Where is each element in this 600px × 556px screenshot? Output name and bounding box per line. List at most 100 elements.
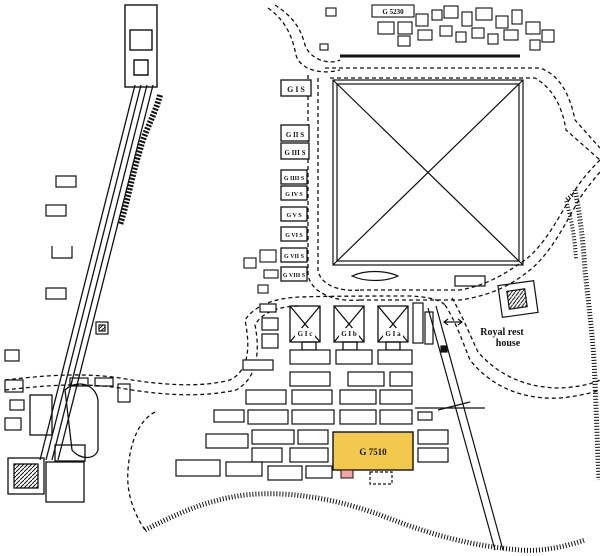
royal-rest-house [497,279,539,319]
tomb-g2s-a [280,124,310,142]
escarpment-south [143,491,586,553]
west-tomb-square-inner [98,324,106,332]
queens-labels: G I c G I b G I a [295,328,403,338]
north-tomb [475,7,493,21]
highlight-tomb[interactable]: G 7510 [332,431,414,479]
north-tomb [503,29,519,41]
tomb-g3s-label: G IIII S [284,176,305,182]
mastaba [379,409,413,425]
upper-temple-court [129,29,153,51]
mastaba [339,409,377,425]
mastaba [335,349,373,365]
north-tomb [397,35,411,47]
road-cemetery-ring [4,295,446,386]
tomb-small [263,269,279,279]
mastaba [213,409,245,423]
lower-temple-block-2 [45,461,85,503]
west-tomb [117,383,131,403]
mastaba [339,389,377,405]
road-pyramid-west-inner [307,75,361,301]
mastaba [261,333,279,349]
mastaba [225,461,263,477]
mastaba [259,303,277,313]
tomb-small [243,257,257,269]
great-pyramid [332,79,524,287]
west-tomb [4,379,24,393]
west-tomb [45,204,67,217]
tomb-g8s-label: G VIII S [283,273,306,279]
mastaba-dashed [369,471,393,485]
lower-temple-annex-2 [54,444,86,462]
label-bg [339,328,359,338]
road-pyramid-south [360,159,600,291]
road-north-loop-inner [267,7,341,73]
mastaba [291,409,335,425]
north-cluster [319,4,555,58]
rest-house-label-2: house [496,338,521,349]
small-dark-box [440,345,448,353]
small-marker [340,469,354,479]
east-box-2 [424,311,434,345]
north-tomb [511,9,523,25]
north-tomb [541,29,555,43]
north-tomb [495,15,509,29]
east-box [412,302,424,344]
tomb-g3s [280,169,308,185]
tie-line [437,401,471,411]
north-tomb [377,21,395,35]
mastaba [205,433,249,449]
mastaba [251,429,295,445]
causeway-line-2 [45,84,142,461]
lower-temple-block [7,457,45,495]
tomb-g2s-a-label: G II S [286,131,304,139]
tomb-g4s-label: G IV S [285,192,303,198]
mastaba [247,409,289,425]
tomb-small [259,249,277,263]
tomb-g7510[interactable] [332,431,414,471]
label-bg [383,328,403,338]
mastaba [175,459,221,477]
escarpment-east [572,189,600,481]
upper-temple-outline [124,4,158,88]
north-tomb [525,21,541,35]
road-pyramid-east-inner [330,77,600,161]
north-tomb [487,33,499,45]
north-tomb-g5230 [371,4,415,18]
mastaba [417,447,449,463]
tomb-g1s-label: G I S [287,85,305,94]
west-tomb [45,287,67,300]
tomb-g7s-label: G VII S [284,254,305,260]
label-bg [295,328,315,338]
pyramid-outline [332,79,524,266]
north-tomb [443,5,459,19]
west-tomb [94,377,114,387]
mastaba [417,429,449,445]
mastaba [379,389,413,405]
lower-temple-boat [64,383,99,459]
mastaba [289,447,329,463]
west-tombs [4,175,131,431]
north-tomb [417,29,433,41]
west-tomb [69,377,89,387]
mastaba [289,371,331,387]
north-tomb [461,11,473,27]
tomb-g5s-label: G V S [286,213,302,219]
causeway [39,84,154,461]
tomb-small [257,284,269,294]
pyramid-g1a-label: G I a [385,330,401,338]
road-pyramid-south-inner [360,171,600,301]
tomb-g2s-b-label: G III S [284,149,305,157]
tomb-g6s [280,226,308,242]
pyramid-south-feature [454,275,486,287]
north-tomb [529,39,541,51]
north-tomb [439,25,453,37]
pyramid-g1a-chapel [385,341,401,351]
mastaba [417,411,433,421]
mastaba [245,389,287,405]
pyramid-g1b-label: G I b [341,330,357,338]
mastaba [291,389,333,405]
mastaba [389,371,413,387]
royal-rest-house-core [506,288,528,310]
north-tomb [415,13,429,27]
upper-temple [124,4,158,88]
